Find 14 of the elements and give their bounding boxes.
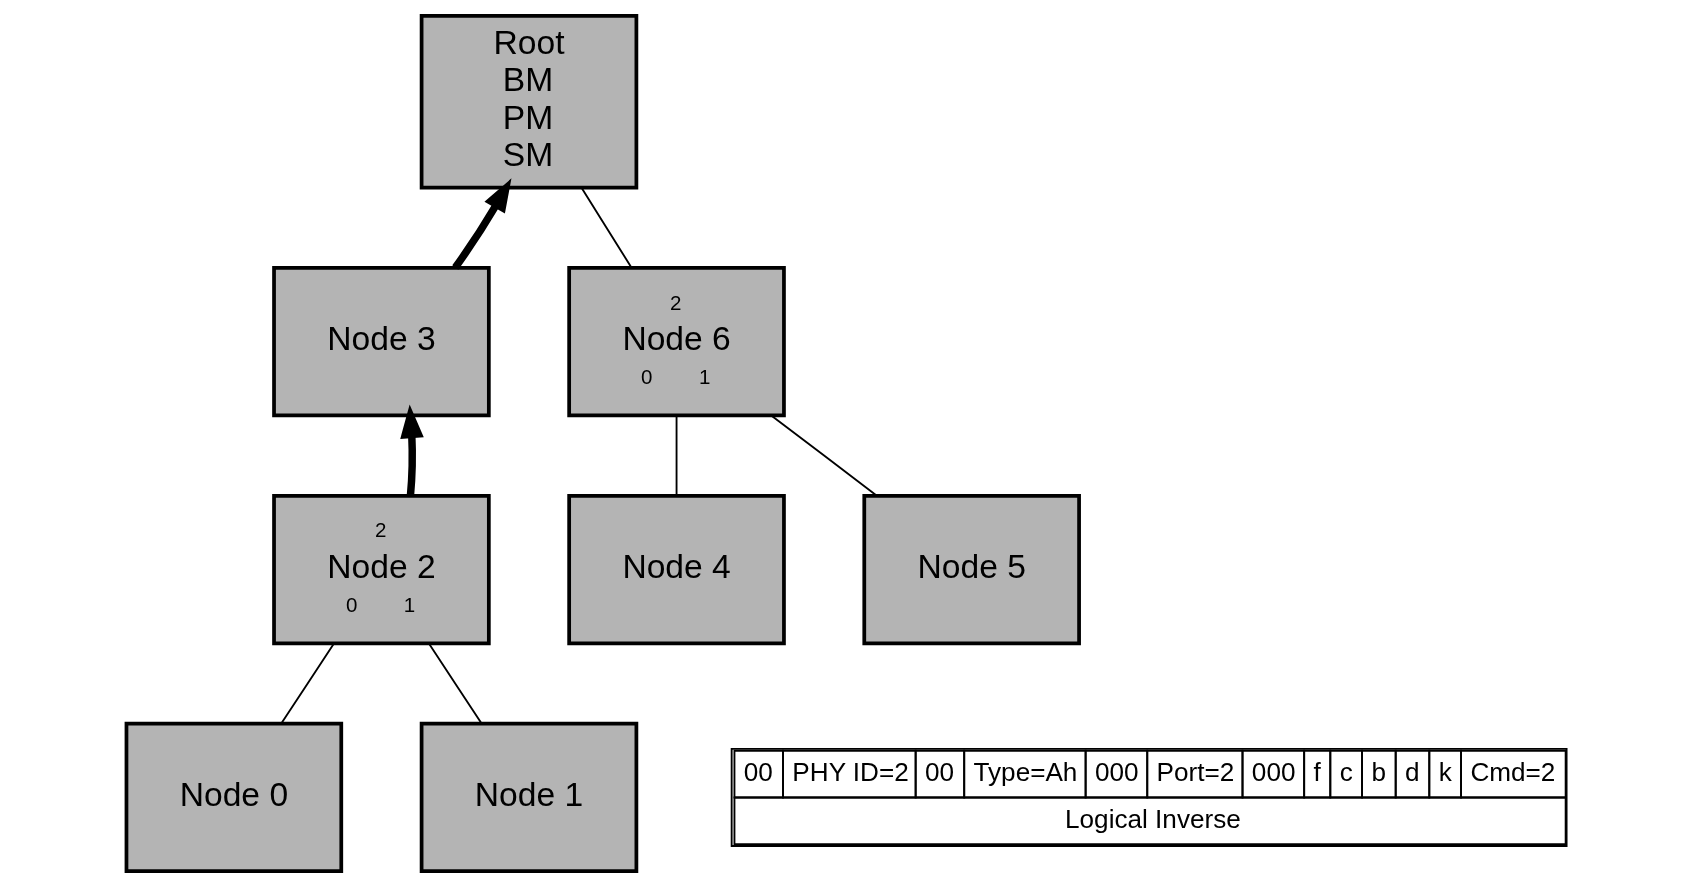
label: d — [1405, 757, 1420, 788]
label: k — [1438, 757, 1452, 788]
label: b — [1371, 757, 1386, 788]
label: 00 — [924, 757, 955, 788]
label: c — [1339, 757, 1353, 788]
label: 00 — [743, 757, 773, 788]
label: f — [1313, 757, 1321, 788]
label: Logical Inverse — [1065, 803, 1241, 834]
label: PHY ID=2 — [792, 757, 909, 788]
label: 000 — [1094, 757, 1139, 788]
label: Cmd=2 — [1470, 757, 1556, 788]
label: Port=2 — [1156, 757, 1235, 788]
label: 000 — [1251, 757, 1296, 788]
label: Type=Ah — [973, 757, 1078, 788]
